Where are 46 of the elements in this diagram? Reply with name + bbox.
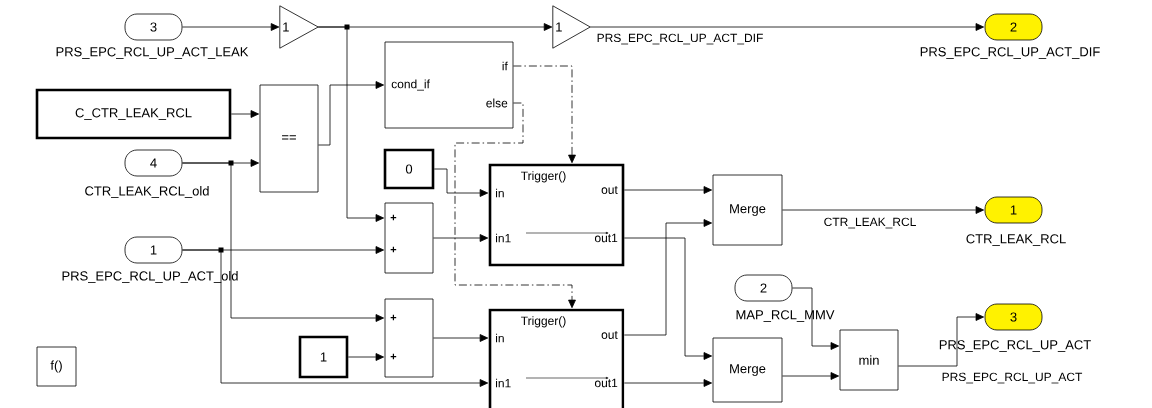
port-label: PRS_EPC_RCL_UP_ACT_LEAK bbox=[56, 47, 249, 59]
signal-line bbox=[182, 249, 489, 387]
sum-block: + + bbox=[384, 202, 434, 274]
gain-triangle: 1 bbox=[279, 5, 319, 49]
signal-line bbox=[433, 168, 489, 197]
control-line bbox=[454, 102, 576, 309]
port-label: CTR_LEAK_RCL bbox=[966, 234, 1066, 246]
signal-line bbox=[792, 287, 839, 350]
signal-line bbox=[623, 219, 712, 336]
port-label: CTR_LEAK_RCL_old bbox=[85, 186, 209, 198]
signal-line bbox=[623, 237, 712, 360]
subsystem-block: Trigger() in out in1 out1 bbox=[488, 308, 625, 408]
subsystem-block: Trigger() in out in1 out1 bbox=[488, 163, 625, 267]
function-block: f() bbox=[36, 346, 77, 387]
edge-label: CTR_LEAK_RCL bbox=[822, 216, 918, 230]
if-block: cond_if if else bbox=[384, 41, 514, 129]
signal-line bbox=[623, 379, 712, 387]
signal-line bbox=[347, 353, 384, 361]
function-block: == bbox=[259, 84, 319, 193]
function-block: Merge bbox=[712, 337, 783, 403]
signal-line bbox=[230, 110, 259, 118]
signal-line bbox=[782, 372, 839, 380]
edge-label: PRS_EPC_RCL_UP_ACT bbox=[940, 371, 1084, 385]
constant-block: 1 bbox=[298, 335, 349, 379]
signal-line bbox=[898, 313, 984, 367]
constant-block: C_CTR_LEAK_RCL bbox=[35, 88, 232, 140]
port-label: MAP_RCL_MMV bbox=[736, 310, 835, 322]
constant-block: 0 bbox=[383, 148, 435, 190]
control-line bbox=[513, 65, 576, 164]
function-block: Merge bbox=[712, 174, 783, 246]
signal-line bbox=[433, 334, 489, 342]
signal-line bbox=[433, 234, 489, 242]
sum-block: + + bbox=[384, 298, 434, 378]
signal-line bbox=[318, 81, 384, 146]
signal-line bbox=[182, 162, 384, 322]
port-label: PRS_EPC_RCL_UP_ACT_DIF bbox=[920, 47, 1100, 59]
signal-line bbox=[589, 23, 984, 31]
signal-line bbox=[182, 23, 280, 31]
edge-label: PRS_EPC_RCL_UP_ACT_DIF bbox=[595, 32, 765, 46]
port-label: PRS_EPC_RCL_UP_ACT_old bbox=[62, 271, 238, 283]
gain-triangle: 1 bbox=[552, 5, 591, 49]
function-block: min bbox=[839, 329, 899, 391]
signal-line bbox=[623, 186, 712, 194]
port-label: PRS_EPC_RCL_UP_ACT bbox=[939, 340, 1091, 352]
signal-line bbox=[317, 26, 384, 222]
signal-line bbox=[782, 206, 984, 214]
